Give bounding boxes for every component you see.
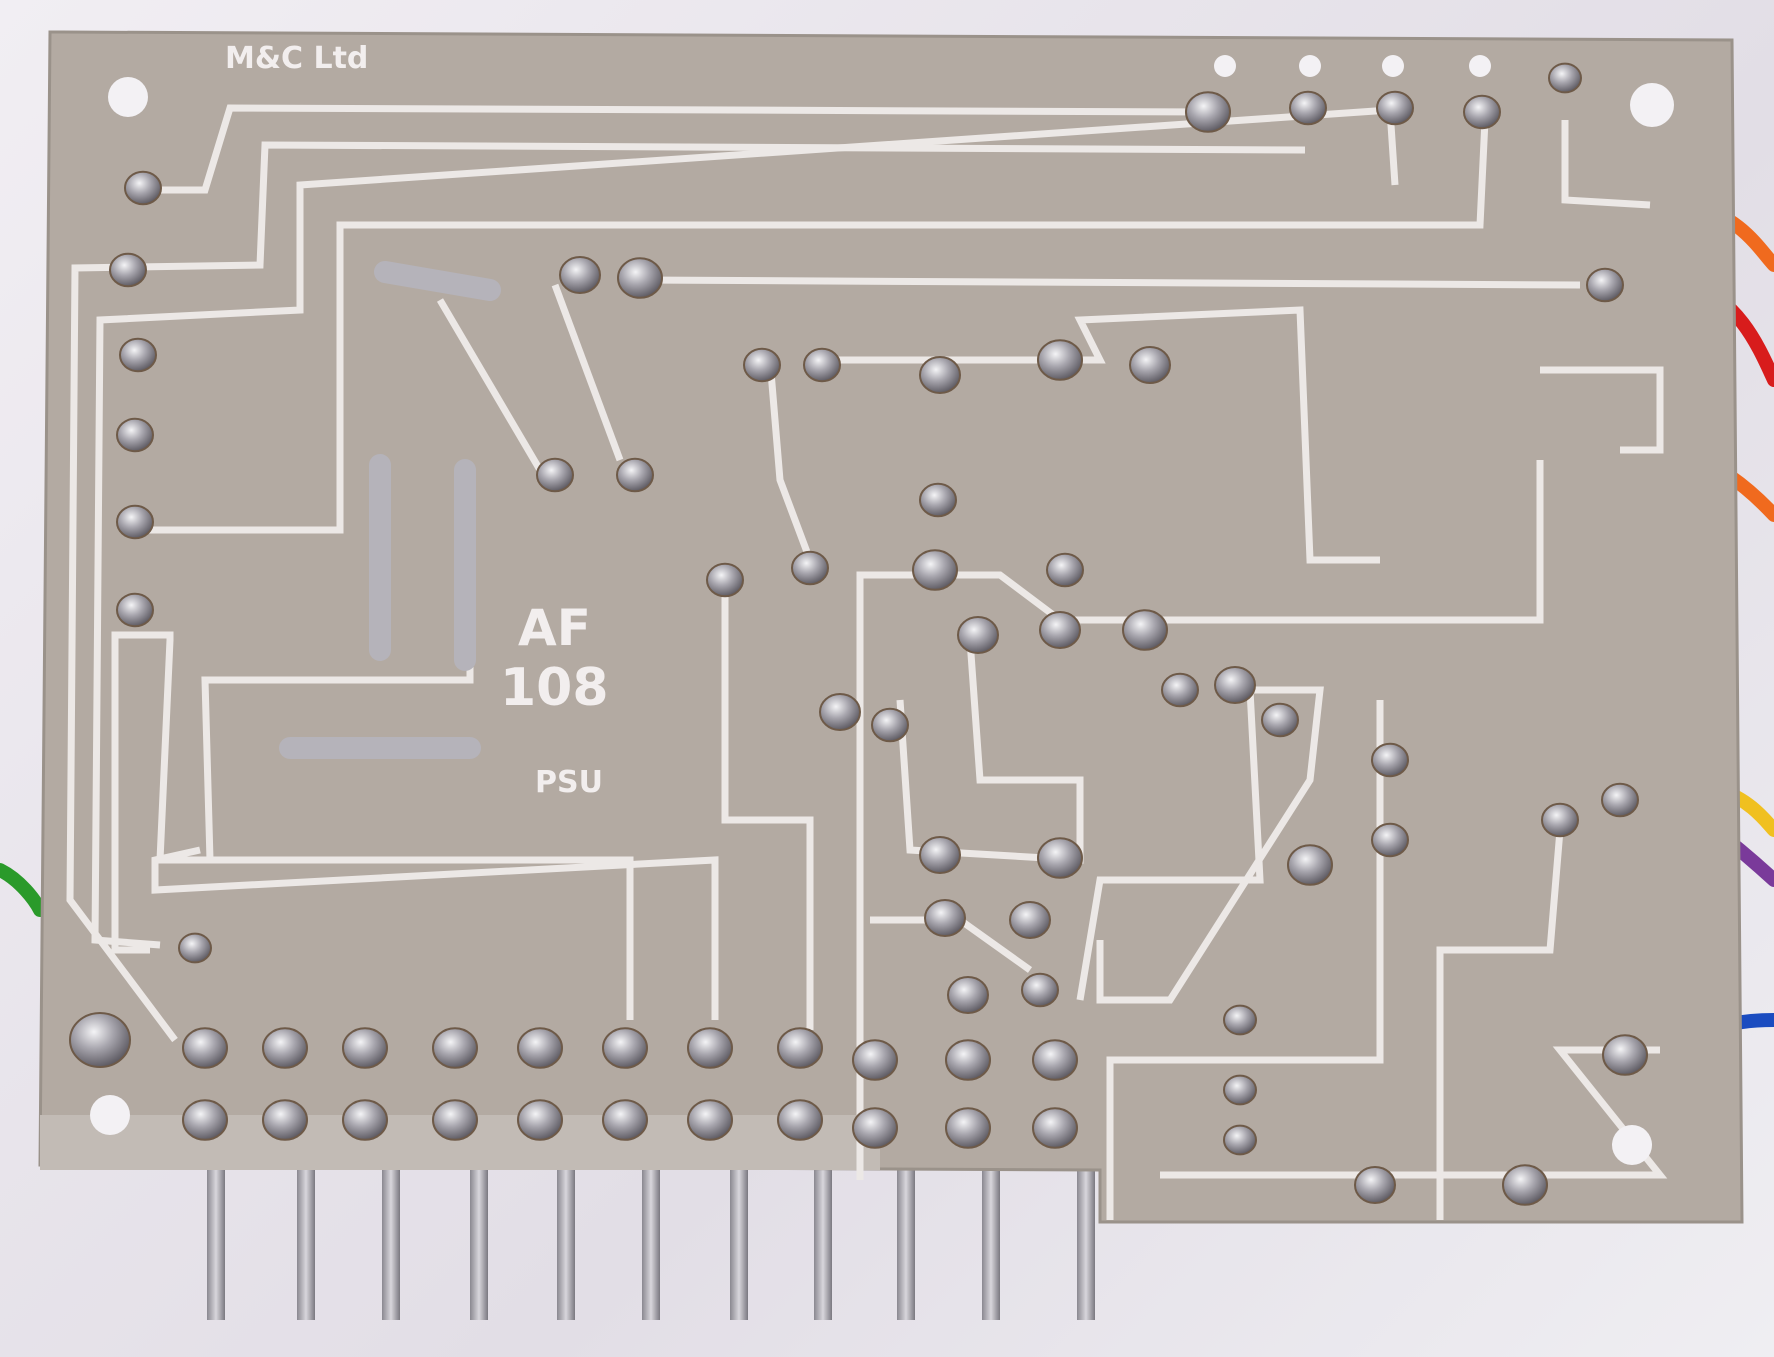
solder-joint: [919, 482, 957, 518]
solder-joint: [1223, 1124, 1257, 1156]
edge-pin: [897, 1170, 915, 1320]
copper-traces: [66, 104, 1668, 1220]
solder-joint: [432, 1027, 478, 1069]
solder-joint: [616, 457, 654, 493]
solder-joint: [777, 1027, 823, 1069]
solder-joint: [182, 1027, 228, 1069]
solder-joints: [69, 62, 1648, 1206]
solder-joint: [945, 1107, 991, 1149]
solder-joint: [1287, 844, 1333, 886]
solder-joint: [517, 1027, 563, 1069]
solder-joint: [919, 836, 961, 874]
solder-joint: [924, 899, 966, 937]
solder-joint: [1261, 702, 1299, 738]
solder-joint: [602, 1027, 648, 1069]
solder-joint: [1032, 1039, 1078, 1081]
solder-joint: [852, 1039, 898, 1081]
component-lead-solder: [374, 261, 501, 301]
solder-joint: [1223, 1004, 1257, 1036]
solder-joint: [1009, 901, 1051, 939]
solder-joint: [178, 932, 212, 964]
solder-joint: [1371, 742, 1409, 778]
solder-joint: [1021, 972, 1059, 1008]
solder-joint: [919, 356, 961, 394]
edge-pin: [814, 1170, 832, 1320]
solder-joint: [559, 256, 601, 294]
solder-joint: [687, 1099, 733, 1141]
solder-joint: [536, 457, 574, 493]
solder-joint: [743, 347, 781, 383]
solder-joint: [791, 550, 829, 586]
solder-joint: [687, 1027, 733, 1069]
solder-joint: [819, 693, 861, 731]
edge-pin: [207, 1170, 225, 1320]
solder-joint: [116, 592, 154, 628]
solder-joint: [1037, 837, 1083, 879]
edge-pin: [1077, 1170, 1095, 1320]
circuit-board: [38, 30, 1744, 1224]
solder-joint: [1129, 346, 1171, 384]
solder-joint: [342, 1099, 388, 1141]
solder-joint: [432, 1099, 478, 1141]
solder-joint: [109, 252, 147, 288]
edge-pin: [470, 1170, 488, 1320]
solder-joint: [116, 504, 154, 540]
solder-joint: [1601, 782, 1639, 818]
solder-joint: [69, 1012, 131, 1068]
solder-joint: [777, 1099, 823, 1141]
solder-joint: [1223, 1074, 1257, 1106]
solder-joint: [182, 1099, 228, 1141]
solder-joint: [1602, 1034, 1648, 1076]
solder-joint: [517, 1099, 563, 1141]
solder-joint: [1463, 94, 1501, 130]
solder-joint: [706, 562, 744, 598]
solder-joint: [1122, 609, 1168, 651]
solder-joint: [957, 616, 999, 654]
solder-joint: [124, 170, 162, 206]
mounting-holes: [90, 55, 1674, 1165]
solder-joint: [617, 257, 663, 299]
edge-pin: [730, 1170, 748, 1320]
solder-joint: [852, 1107, 898, 1149]
solder-joint: [1548, 62, 1582, 94]
solder-joint: [1354, 1166, 1396, 1204]
solder-joint: [602, 1099, 648, 1141]
solder-joint: [871, 707, 909, 743]
solder-joint: [1502, 1164, 1548, 1206]
solder-joint: [1376, 90, 1414, 126]
solder-joint: [1037, 339, 1083, 381]
edge-pin: [557, 1170, 575, 1320]
model-label-line2: 108: [500, 658, 609, 718]
maker-label: M&C Ltd: [225, 41, 368, 76]
function-label: PSU: [535, 765, 603, 800]
solder-joint: [1046, 552, 1084, 588]
solder-joint: [116, 417, 154, 453]
edge-pin: [297, 1170, 315, 1320]
edge-pin: [982, 1170, 1000, 1320]
solder-joint: [1185, 91, 1231, 133]
solder-joint: [262, 1099, 308, 1141]
solder-joint: [1039, 611, 1081, 649]
wire-green: [0, 863, 47, 917]
solder-joint: [342, 1027, 388, 1069]
solder-joint: [947, 976, 989, 1014]
solder-joint: [1371, 822, 1409, 858]
solder-joint: [803, 347, 841, 383]
solder-joint: [1541, 802, 1579, 838]
solder-joint: [1214, 666, 1256, 704]
edge-pin: [382, 1170, 400, 1320]
solder-joint: [912, 549, 958, 591]
solder-joint: [945, 1039, 991, 1081]
edge-connector-pins: [207, 1170, 1095, 1320]
solder-joint: [1289, 90, 1327, 126]
solder-joint: [1032, 1107, 1078, 1149]
edge-pin: [642, 1170, 660, 1320]
model-label-line1: AF: [518, 599, 591, 657]
solder-joint: [1586, 267, 1624, 303]
solder-joint: [262, 1027, 308, 1069]
solder-joint: [119, 337, 157, 373]
solder-joint: [1161, 672, 1199, 708]
